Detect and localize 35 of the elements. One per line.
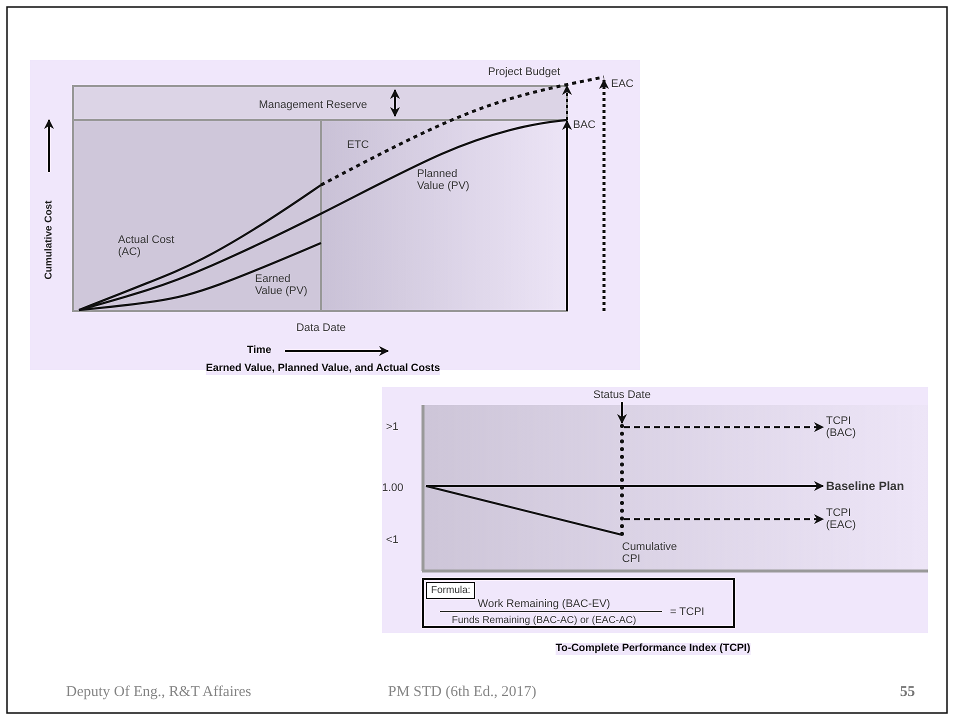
tick-label: 1.00	[382, 482, 404, 494]
curve-label: Planned Value (PV)	[417, 168, 470, 192]
chart-title: Earned Value, Planned Value, and Actual Costs	[206, 363, 440, 375]
budget-label: Project Budget	[488, 66, 560, 78]
curve-label: Actual Cost (AC)	[118, 234, 176, 258]
curve-label: Earned Value (PV)	[255, 273, 308, 298]
budget-label: BAC	[573, 119, 596, 132]
chart-title: To-Complete Performance Index (TCPI)	[556, 643, 750, 655]
page-number: 55	[900, 684, 915, 700]
arrow	[617, 402, 627, 424]
estimate-label: ETC	[347, 139, 369, 152]
tick-label: <1	[386, 534, 399, 546]
formula-text: Work Remaining (BAC-EV)	[476, 598, 612, 610]
footer-text: PM STD (6th Ed., 2017)	[388, 684, 536, 700]
arrow	[624, 422, 824, 432]
reserve-label: Management Reserve	[258, 99, 368, 112]
arrow	[426, 481, 824, 491]
estimate-label: EAC	[611, 78, 634, 90]
status-date-line	[620, 424, 624, 536]
status-date-label: Status Date	[590, 389, 654, 402]
axis-label: Cumulative Cost	[44, 200, 54, 280]
cpi-line	[426, 485, 622, 536]
tcpi-label: TCPI (BAC)	[826, 415, 862, 440]
formula-tag: Formula:	[426, 582, 476, 599]
tcpi-label: TCPI (EAC)	[826, 507, 862, 532]
axis-label: Data Date	[296, 322, 346, 334]
footer-text: Deputy Of Eng., R&T Affaires	[66, 684, 252, 700]
point-label: Cumulative CPI	[622, 541, 678, 566]
baseline-label: Baseline Plan	[826, 480, 926, 494]
tick-label: >1	[386, 421, 399, 434]
formula-result: = TCPI	[670, 606, 704, 618]
formula-box	[422, 578, 735, 628]
axis-label: Time	[247, 345, 272, 357]
arrow	[624, 514, 824, 524]
formula-text: Funds Remaining (BAC-AC) or (EAC-AC)	[450, 615, 638, 626]
